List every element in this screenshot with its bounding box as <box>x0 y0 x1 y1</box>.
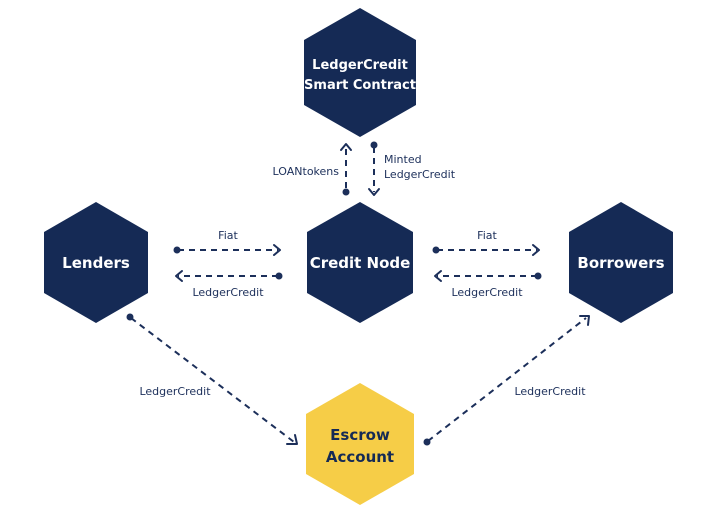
edge-start-dot <box>432 246 440 254</box>
edge-start-dot <box>534 272 542 280</box>
edge-label-minted-line2: LedgerCredit <box>384 168 456 181</box>
edge-lenders-escrow-line <box>130 317 295 443</box>
arrowhead-right-icon <box>273 244 281 256</box>
node-credit-node[interactable]: Credit Node <box>307 202 413 323</box>
node-smart-contract-label-line2: Smart Contract <box>304 78 416 93</box>
node-smart-contract-label-line1: LedgerCredit <box>312 58 408 73</box>
edge-label-lenders-fiat: Fiat <box>218 229 238 242</box>
node-lenders[interactable]: Lenders <box>44 202 148 323</box>
edge-start-dot <box>423 438 431 446</box>
edge-label-borrowers-ledgercredit: LedgerCredit <box>451 286 523 299</box>
arrowhead-up-right-icon <box>579 315 590 326</box>
node-borrowers-label: Borrowers <box>577 254 664 272</box>
arrowhead-down-icon <box>368 188 380 196</box>
edge-start-dot <box>126 313 134 321</box>
edge-start-dot <box>342 188 350 196</box>
node-credit-node-label: Credit Node <box>310 254 411 272</box>
edge-start-dot <box>173 246 181 254</box>
edge-label-escrow-borrowers: LedgerCredit <box>514 385 586 398</box>
node-escrow-account[interactable]: Escrow Account <box>306 383 414 505</box>
hexagon-shape <box>44 202 148 323</box>
edge-start-dot <box>370 141 378 149</box>
edge-label-loantokens: LOANtokens <box>273 165 340 178</box>
edge-label-lenders-escrow: LedgerCredit <box>139 385 211 398</box>
arrowhead-left-icon <box>175 270 183 282</box>
arrowhead-down-right-icon <box>286 434 298 445</box>
edge-label-lenders-ledgercredit: LedgerCredit <box>192 286 264 299</box>
hexagon-shape <box>306 383 414 505</box>
arrowhead-right-icon <box>532 244 540 256</box>
edge-start-dot <box>275 272 283 280</box>
node-smart-contract[interactable]: LedgerCredit Smart Contract <box>304 8 416 137</box>
node-escrow-label-line2: Account <box>326 448 394 466</box>
node-escrow-label-line1: Escrow <box>330 426 390 444</box>
node-borrowers[interactable]: Borrowers <box>569 202 673 323</box>
arrowhead-left-icon <box>434 270 442 282</box>
hexagon-shape <box>307 202 413 323</box>
node-lenders-label: Lenders <box>62 254 130 272</box>
edge-escrow-borrowers-line <box>427 317 587 442</box>
hexagon-shape <box>569 202 673 323</box>
arrowhead-up-icon <box>340 143 352 151</box>
edge-label-borrowers-fiat: Fiat <box>477 229 497 242</box>
hexagon-shape <box>304 8 416 137</box>
edge-label-minted-line1: Minted <box>384 153 422 166</box>
